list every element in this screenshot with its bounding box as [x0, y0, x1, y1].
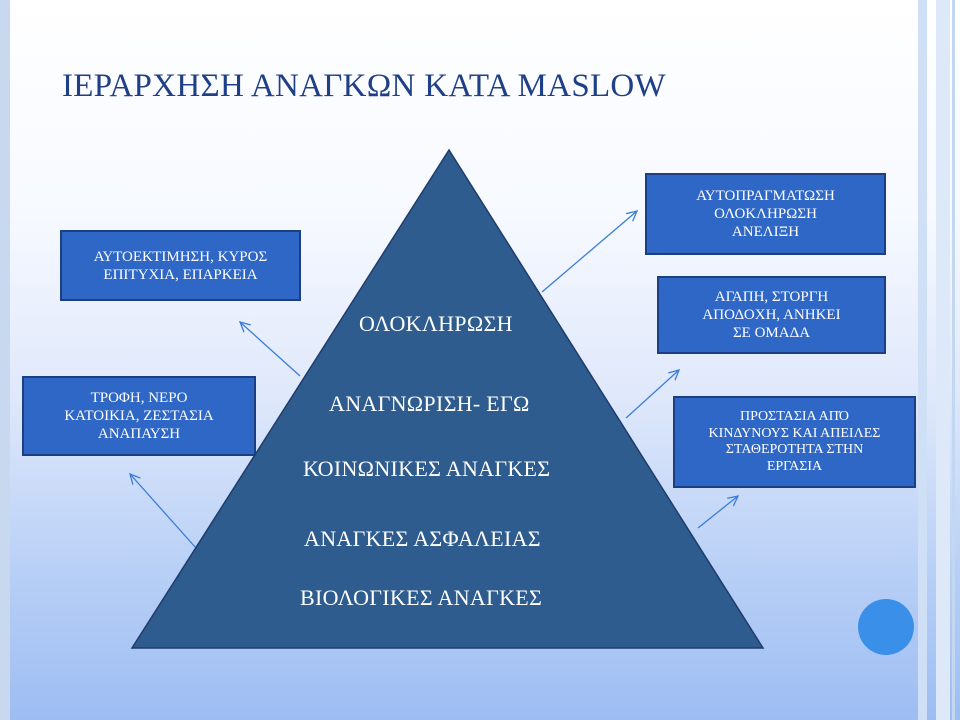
self-actualization-box: ΑΥΤΟΠΡΑΓΜΑΤΩΣΗ ΟΛΟΚΛΗΡΩΣΗ ΑΝΕΛΙΞΗ [645, 173, 886, 255]
pyramid-label-self-actualization: ΟΛΟΚΛΗΡΩΣΗ [359, 311, 513, 336]
arrow-to-social-box [625, 370, 679, 419]
pyramid-label-social: ΚΟΙΝΩΝΙΚΕΣ ΑΝΑΓΚΕΣ [303, 456, 551, 481]
decor-circle [858, 599, 914, 655]
safety-box-line: ΣΤΑΘΕΡΟΤΗΤΑ ΣΤΗΝ [725, 442, 864, 457]
biological-box: ΤΡΟΦΗ, ΝΕΡΟ ΚΑΤΟΙΚΙΑ, ΖΕΣΤΑΣΙΑ ΑΝΑΠΑΥΣΗ [22, 376, 256, 456]
self-actualization-box-line: ΑΥΤΟΠΡΑΓΜΑΤΩΣΗ [696, 188, 835, 204]
decor-stripe-left [0, 0, 10, 720]
safety-box-line: ΚΙΝΔΥΝΟΥΣ ΚΑΙ ΑΠΕΙΛΕΣ [708, 425, 881, 441]
arrow-to-self-actualization-box [541, 211, 637, 293]
arrow-to-biological-box [130, 474, 197, 549]
arrow-to-safety-box [697, 496, 738, 529]
decor-stripe [952, 0, 955, 720]
safety-box-line: ΕΡΓΑΣΙΑ [766, 458, 823, 474]
pyramid-label-biological: ΒΙΟΛΟΓΙΚΕΣ ΑΝΑΓΚΕΣ [300, 585, 543, 610]
safety-box: ΠΡΟΣΤΑΣΙΑ ΑΠΌ ΚΙΝΔΥΝΟΥΣ ΚΑΙ ΑΠΕΙΛΕΣ ΣΤΑΘ… [673, 396, 916, 488]
esteem-box-line: ΑΥΤΟΕΚΤΙΜΗΣΗ, ΚΥΡΟΣ [93, 248, 268, 265]
pyramid-label-esteem: ΑΝΑΓΝΩΡΙΣΗ- ΕΓΩ [329, 391, 530, 416]
decor-stripe [936, 0, 950, 720]
social-box-line: ΑΓΑΠΗ, ΣΤΟΡΓΗ [714, 289, 829, 305]
pyramid-triangle [130, 148, 765, 649]
biological-box-line: ΑΝΑΠΑΥΣΗ [97, 426, 181, 442]
biological-box-line: ΚΑΤΟΙΚΙΑ, ΖΕΣΤΑΣΙΑ [64, 408, 214, 424]
slide-title: ΙΕΡΑΡΧΗΣΗ ΑΝΑΓΚΩΝ ΚΑΤΑ MASLOW [62, 68, 667, 104]
self-actualization-box-line: ΑΝΕΛΙΞΗ [731, 224, 800, 240]
esteem-box-line: ΕΠΙΤΥΧΙΑ, ΕΠΑΡΚΕΙΑ [103, 266, 258, 283]
arrow-to-esteem-box [240, 322, 301, 377]
esteem-box: ΑΥΤΟΕΚΤΙΜΗΣΗ, ΚΥΡΟΣ ΕΠΙΤΥΧΙΑ, ΕΠΑΡΚΕΙΑ [60, 230, 301, 301]
social-box-line: ΑΠΟΔΟΧΗ, ΑΝΗΚΕΙ [702, 307, 841, 323]
social-box-line: ΣΕ ΟΜΑΔΑ [732, 325, 811, 341]
self-actualization-box-line: ΟΛΟΚΛΗΡΩΣΗ [714, 206, 817, 222]
pyramid-label-safety: ΑΝΑΓΚΕΣ ΑΣΦΑΛΕΙΑΣ [304, 526, 541, 551]
biological-box-line: ΤΡΟΦΗ, ΝΕΡΟ [90, 390, 188, 406]
safety-box-line: ΠΡΟΣΤΑΣΙΑ ΑΠΌ [740, 409, 849, 424]
decor-stripe [918, 0, 927, 720]
social-box: ΑΓΑΠΗ, ΣΤΟΡΓΗ ΑΠΟΔΟΧΗ, ΑΝΗΚΕΙ ΣΕ ΟΜΑΔΑ [657, 276, 886, 354]
